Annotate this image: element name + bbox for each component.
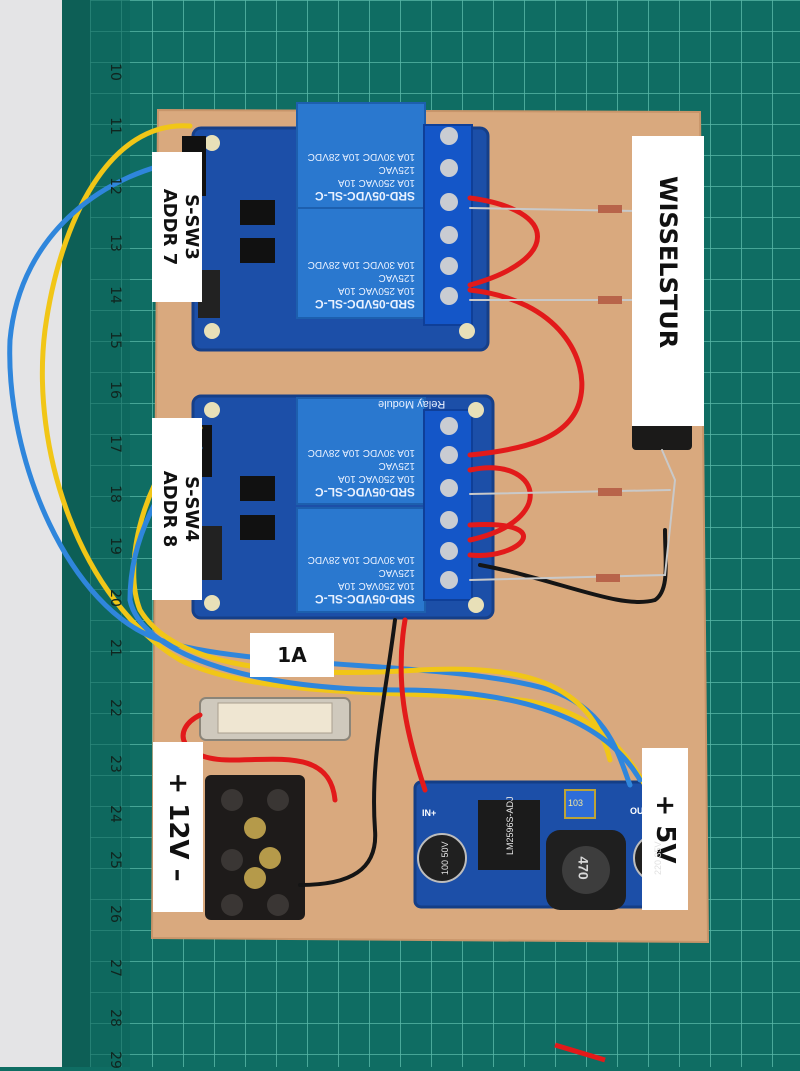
ruler-number: 28 [107, 1009, 123, 1027]
side-label-text: WISSELSTUR [654, 176, 682, 349]
ruler-number: 24 [107, 805, 123, 823]
relay-2-label-line1: S-SW4 [181, 476, 202, 542]
relay-1-label: S-SW3 ADDR 7 [152, 152, 202, 302]
relay-1-label-line2: ADDR 7 [159, 188, 180, 266]
ruler-number: 11 [107, 117, 123, 135]
relay-model-text: SRD-05VDC-SL-C [314, 189, 415, 203]
glass-fuse [199, 697, 351, 741]
ruler-number: 25 [107, 851, 123, 869]
relay-model-text: SRD-05VDC-SL-C [314, 592, 415, 606]
cap-left-text: 100 50V [440, 841, 450, 875]
ruler-number: 26 [107, 905, 123, 923]
relay-rating-text: 10A 250VAC 10A 125VAC [338, 272, 415, 296]
relay-2-label-line2: ADDR 8 [159, 470, 180, 548]
relay-2-label: S-SW4 ADDR 8 [152, 418, 202, 600]
loose-wire [554, 1042, 606, 1063]
side-label: WISSELSTUR [632, 136, 704, 426]
diode [596, 574, 620, 582]
diode [598, 296, 622, 304]
wiring [7, 123, 691, 887]
diode [598, 488, 622, 496]
pot-text: 103 [568, 798, 584, 808]
ruler-number: 14 [107, 286, 123, 304]
relay-model-text: SRD-05VDC-SL-C [314, 485, 415, 499]
relay-2b-print: SRD-05VDC-SL-C 10A 250VAC 10A 125VAC 10A… [305, 515, 415, 606]
regulator-out-label: OUT+ [630, 806, 655, 816]
ruler-number: 27 [107, 959, 123, 977]
coil-text: 470 [575, 856, 592, 880]
ruler-number: 21 [107, 639, 123, 657]
relay-rating-text: 10A 250VAC 10A 125VAC [338, 460, 415, 484]
ruler-number: 16 [107, 381, 123, 399]
relay-2a-print: SRD-05VDC-SL-C 10A 250VAC 10A 125VAC 10A… [305, 408, 415, 499]
relay-1a-print: SRD-05VDC-SL-C 10A 250VAC 10A 125VAC 10A… [305, 112, 415, 203]
relay-rating-text: 10A 250VAC 10A 125VAC [338, 567, 415, 591]
power-out-text: + 5V [650, 794, 680, 864]
relay-1-label-line1: S-SW3 [181, 194, 202, 260]
relay-rating-text: 10A 30VDC 10A 28VDC [307, 554, 415, 565]
screw-terminal-block [205, 775, 305, 920]
ruler-number: 13 [107, 234, 123, 252]
ruler-number: 29 [107, 1051, 123, 1069]
regulator-in-label: IN+ [422, 808, 437, 818]
ruler-number: 23 [107, 755, 123, 773]
power-in-text: + 12V – [163, 772, 193, 882]
ruler-number: 20 [107, 589, 123, 607]
diode [598, 205, 622, 213]
ruler-number: 10 [107, 63, 123, 81]
buck-converter [413, 780, 687, 910]
relay-brand-text: Relay Module [378, 398, 446, 410]
relay-module-2 [190, 394, 495, 620]
regulator-chip-text: LM2596S-ADJ [505, 796, 515, 855]
cap-right-text: 220 35V [653, 841, 663, 875]
power-out-label: + 5V [642, 748, 688, 910]
relay-1b-print: SRD-05VDC-SL-C 10A 250VAC 10A 125VAC 10A… [305, 220, 415, 311]
relay-rating-text: 10A 30VDC 10A 28VDC [307, 151, 415, 162]
power-in-label: + 12V – [153, 742, 203, 912]
ruler-number: 17 [107, 435, 123, 453]
ruler-number: 19 [107, 537, 123, 555]
ruler-number: 12 [107, 177, 123, 195]
relay-rating-text: 10A 250VAC 10A 125VAC [338, 164, 415, 188]
relay-rating-text: 10A 30VDC 10A 28VDC [307, 259, 415, 270]
fuse-label: 1A [250, 633, 334, 677]
relay-module-1 [182, 102, 490, 352]
relay-model-text: SRD-05VDC-SL-C [314, 297, 415, 311]
relay-rating-text: 10A 30VDC 10A 28VDC [307, 447, 415, 458]
ruler-number: 18 [107, 485, 123, 503]
ruler-number: 15 [107, 331, 123, 349]
ruler-number: 22 [107, 699, 123, 717]
